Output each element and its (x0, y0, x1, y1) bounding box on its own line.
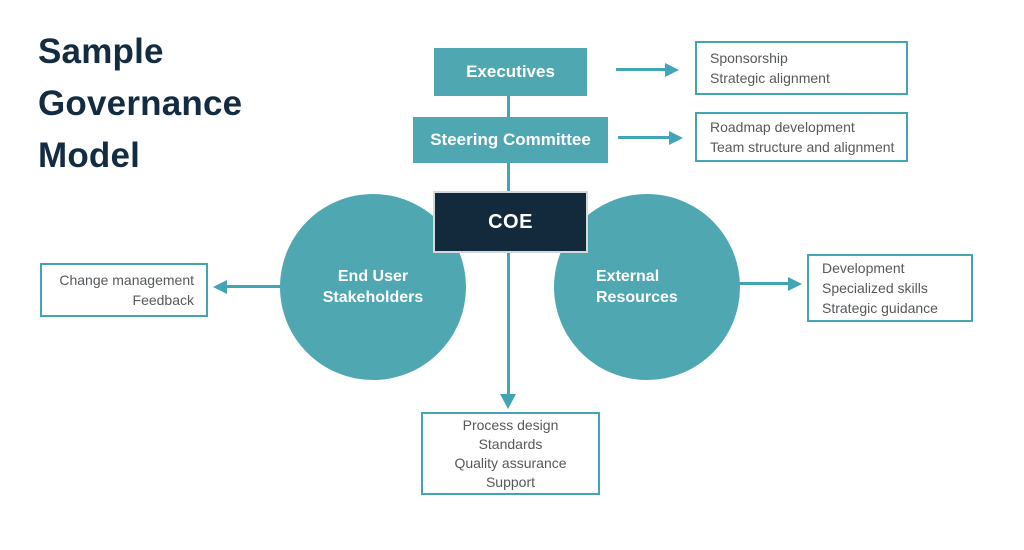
callout-line: Standards (478, 435, 543, 452)
arrow-down-icon (500, 394, 516, 409)
page-title: Sample Governance Model (38, 32, 243, 175)
callout-line: Roadmap development (710, 119, 855, 135)
coe-label: COE (488, 210, 533, 233)
connector-executives-sponsorship (616, 68, 666, 71)
process-callout: Process design Standards Quality assuran… (421, 412, 600, 495)
callout-line: Development (822, 260, 905, 276)
callout-line: Quality assurance (454, 454, 567, 471)
executives-label: Executives (466, 62, 555, 81)
steering-committee-label: Steering Committee (430, 130, 591, 149)
callout-line: Sponsorship (710, 50, 788, 66)
arrow-left-icon (213, 280, 227, 294)
callout-line: Change management (59, 272, 194, 288)
sponsorship-callout: Sponsorship Strategic alignment (695, 41, 908, 95)
callout-line: Specialized skills (822, 280, 928, 296)
external-resources-label: External Resources (596, 268, 678, 306)
connector-executives-steering (507, 95, 510, 118)
connector-external-development (739, 282, 789, 285)
arrow-right-icon (669, 131, 683, 145)
callout-line: Support (485, 473, 536, 490)
callout-line: Strategic alignment (710, 70, 830, 86)
connector-steering-roadmap (618, 136, 670, 139)
end-user-stakeholders-label: End User Stakeholders (322, 268, 424, 306)
steering-committee-box: Steering Committee (413, 117, 608, 163)
roadmap-callout: Roadmap development Team structure and a… (695, 112, 908, 162)
development-callout: Development Specialized skills Strategic… (807, 254, 973, 322)
connector-steering-coe-process (507, 162, 510, 395)
connector-endusers-change (226, 285, 280, 288)
arrow-right-icon (665, 63, 679, 77)
coe-box: COE (433, 191, 588, 253)
executives-box: Executives (434, 48, 587, 96)
callout-line: Feedback (132, 292, 194, 308)
arrow-right-icon (788, 277, 802, 291)
change-management-callout: Change management Feedback (40, 263, 208, 317)
callout-line: Process design (462, 416, 559, 433)
callout-line: Strategic guidance (822, 300, 938, 316)
callout-line: Team structure and alignment (710, 139, 895, 155)
